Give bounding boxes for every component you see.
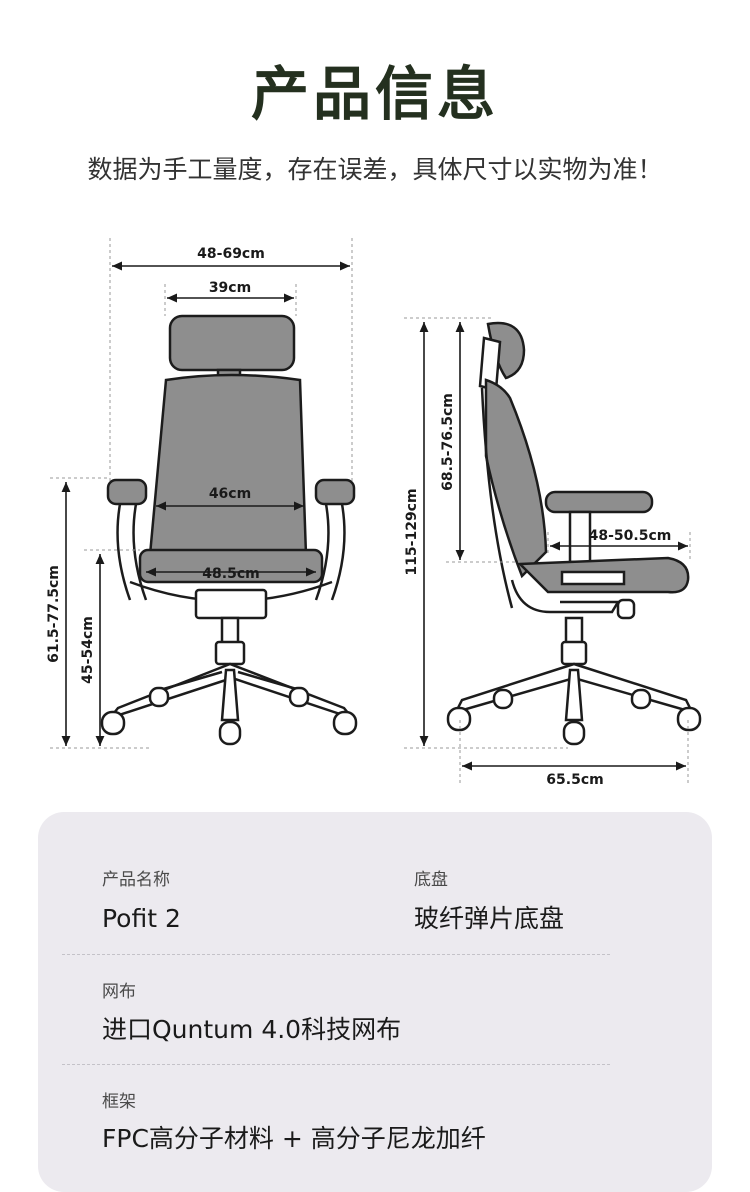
spec-divider (62, 1064, 610, 1065)
base-value: 玻纤弹片底盘 (414, 904, 565, 933)
product-name-label: 产品名称 (102, 870, 170, 890)
seat-width-label: 48.5cm (202, 566, 259, 582)
headrest-width-label: 39cm (209, 280, 251, 296)
spec-divider (62, 954, 610, 955)
total-height-label: 115-129cm (404, 488, 420, 575)
overall-width-label: 48-69cm (197, 246, 265, 262)
frame-label: 框架 (102, 1092, 136, 1112)
side-chair-illustration (446, 321, 702, 746)
dimension-diagram: 48-69cm 39cm 46cm 48.5cm 61.5-77.5cm 45-… (46, 238, 702, 788)
back-height-label: 68.5-76.5cm (440, 393, 456, 491)
base-depth-label: 65.5cm (546, 772, 603, 788)
frame-value: FPC高分子材料 + 高分子尼龙加纤 (102, 1124, 486, 1153)
measurement-disclaimer: 数据为手工量度，存在误差，具体尺寸以实物为准！ (87, 155, 663, 184)
spec-card (38, 812, 712, 1192)
mesh-value: 进口Quntum 4.0科技网布 (102, 1015, 402, 1044)
front-chair-illustration (100, 314, 358, 746)
back-width-label: 46cm (209, 486, 251, 502)
seat-depth-label: 48-50.5cm (589, 528, 672, 544)
seat-height-label: 45-54cm (80, 616, 96, 684)
mesh-label: 网布 (102, 982, 136, 1002)
page-title: 产品信息 (250, 60, 499, 128)
armrest-height-label: 61.5-77.5cm (46, 565, 62, 663)
base-label: 底盘 (414, 870, 448, 890)
product-name-value: Pofit 2 (102, 904, 181, 933)
